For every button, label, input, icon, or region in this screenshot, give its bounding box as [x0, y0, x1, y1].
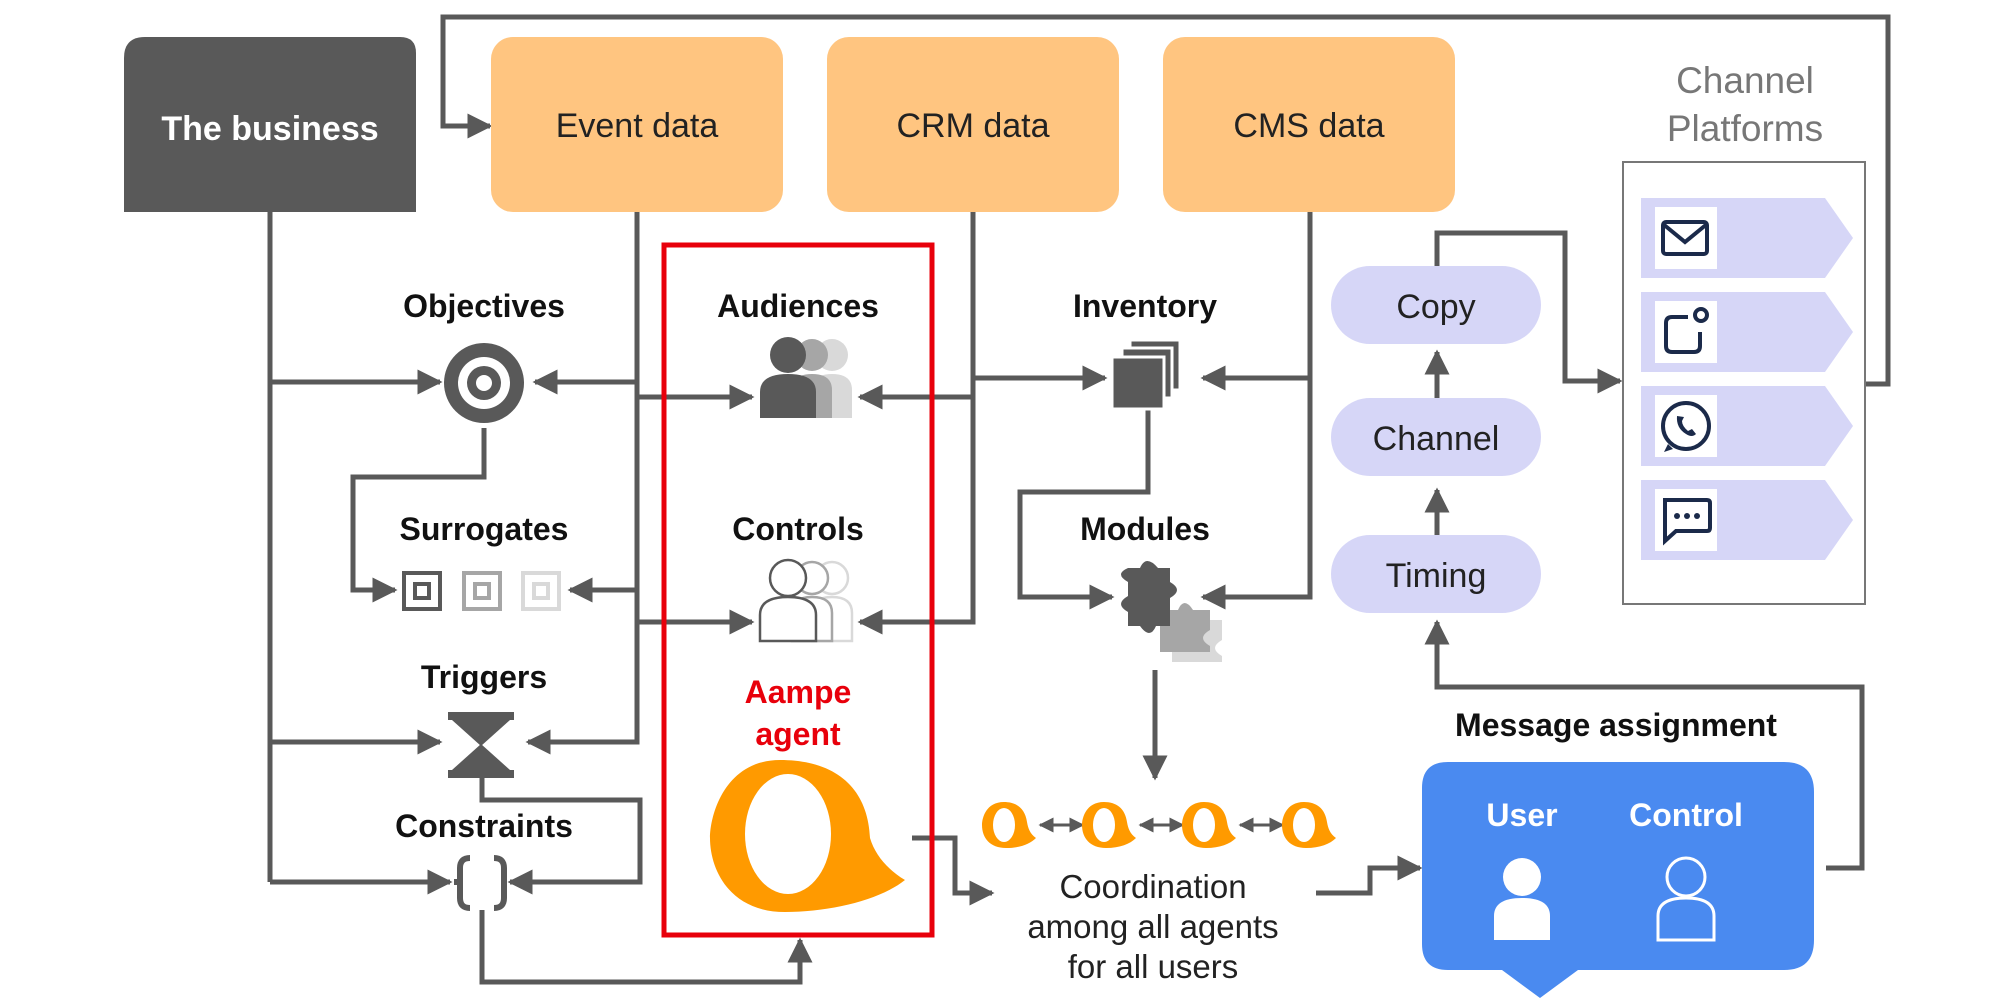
pipeline-channel: Channel	[1331, 398, 1541, 476]
mini-agent-icon	[1282, 802, 1336, 848]
source-label: CRM data	[896, 107, 1049, 145]
connectors	[267, 14, 1891, 985]
inventory-stack-icon	[1110, 338, 1182, 411]
email-icon	[1661, 220, 1709, 256]
control-label: Control	[1629, 797, 1743, 833]
copy-label: Copy	[1396, 288, 1475, 326]
coordination-line3: for all users	[1068, 948, 1239, 985]
message-assignment-box: User Control	[1422, 762, 1814, 998]
coordination-line1: Coordination	[1059, 868, 1246, 905]
controls-group-icon	[758, 558, 854, 643]
timing-label: Timing	[1386, 557, 1487, 595]
hourglass-icon	[448, 712, 514, 778]
constraints-bracket-icon	[454, 855, 507, 911]
coordination-line2: among all agents	[1027, 908, 1278, 945]
sms-chat-icon	[1663, 498, 1712, 546]
channel-platforms-title-line2: Platforms	[1667, 108, 1823, 149]
channel-whatsapp[interactable]	[1641, 386, 1853, 466]
user-label: User	[1486, 797, 1557, 833]
agent-label-line2: agent	[755, 716, 841, 752]
business-label: The business	[161, 110, 378, 148]
message-assignment-title: Message assignment	[1455, 707, 1777, 743]
agent-label-line1: Aampe	[745, 674, 852, 710]
mini-agent-icon	[1182, 802, 1236, 848]
source-label: CMS data	[1233, 107, 1384, 145]
inventory-label: Inventory	[1073, 288, 1217, 324]
target-icon	[444, 343, 524, 423]
objectives-label: Objectives	[403, 288, 565, 324]
source-event-data: Event data	[491, 37, 783, 212]
audience-group-icon	[760, 337, 852, 418]
user-person-icon	[1494, 858, 1550, 940]
surrogates-icon	[402, 571, 561, 611]
triggers-label: Triggers	[421, 659, 547, 695]
modules-label: Modules	[1080, 511, 1210, 547]
coordination-agents	[982, 802, 1336, 848]
controls-label: Controls	[732, 511, 864, 547]
channel-platforms-title-line1: Channel	[1676, 60, 1814, 101]
audiences-label: Audiences	[717, 288, 879, 324]
pipeline-copy: Copy	[1331, 266, 1541, 344]
aampe-agent-logo	[710, 760, 905, 912]
source-crm-data: CRM data	[827, 37, 1119, 212]
source-label: Event data	[556, 107, 719, 145]
channel-label: Channel	[1373, 420, 1500, 458]
channel-platforms: Channel Platforms	[1622, 60, 1866, 605]
source-cms-data: CMS data	[1163, 37, 1455, 212]
channel-sms[interactable]	[1641, 480, 1853, 560]
channel-email[interactable]	[1641, 198, 1853, 278]
surrogates-label: Surrogates	[400, 511, 569, 547]
constraints-label: Constraints	[395, 808, 573, 844]
mini-agent-icon	[982, 802, 1036, 848]
business-box: The business	[124, 37, 416, 212]
push-notification-icon	[1664, 307, 1709, 354]
mini-agent-icon	[1082, 802, 1136, 848]
channel-push[interactable]	[1641, 292, 1853, 372]
control-person-icon	[1656, 856, 1716, 942]
whatsapp-icon	[1661, 401, 1711, 452]
modules-puzzle-icon	[1121, 561, 1222, 662]
agent-highlight-box	[661, 242, 935, 938]
pipeline-timing: Timing	[1331, 535, 1541, 613]
